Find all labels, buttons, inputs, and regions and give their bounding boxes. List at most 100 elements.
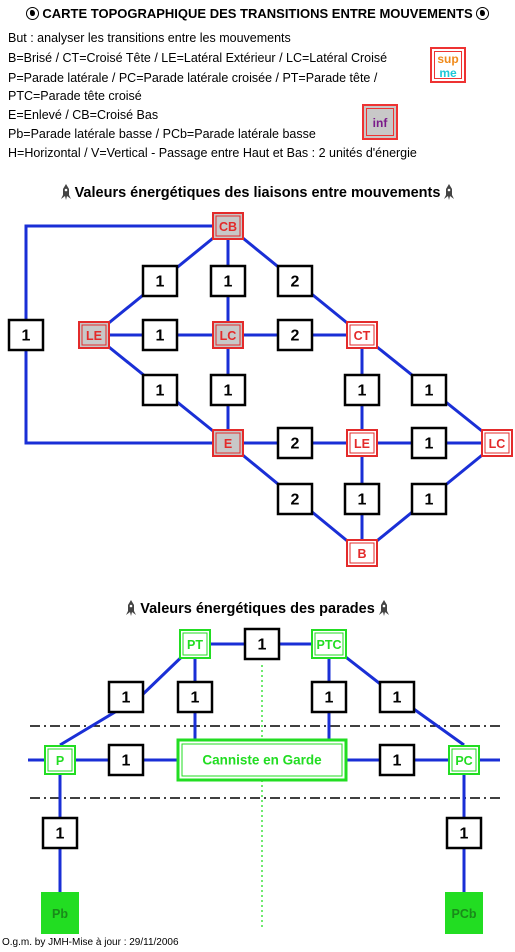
- rocket-icon: [444, 184, 455, 200]
- value-box: [141, 318, 179, 352]
- center-node-label: Canniste en Garde: [202, 753, 322, 768]
- value-box: [243, 627, 281, 661]
- value-box-label: 1: [460, 826, 469, 843]
- globe-icon: [26, 7, 40, 20]
- value-box-label: 1: [224, 383, 233, 400]
- node-pb-label: Pb: [52, 907, 68, 921]
- node-le-sup-label: LE: [354, 437, 370, 451]
- value-box: [410, 482, 448, 516]
- globe-icon: [475, 7, 489, 20]
- node-pb-inner: [44, 895, 76, 931]
- node-ct-sup: [346, 321, 378, 349]
- value-box-label: 1: [358, 492, 367, 509]
- legend-line-purpose: But : analyser les transitions entre les…: [8, 31, 291, 45]
- value-box: [276, 264, 314, 298]
- node-lc-inf-inner: [215, 324, 241, 346]
- section2-title: Valeurs énergétiques des parades: [0, 600, 515, 617]
- value-box-label: 2: [291, 436, 300, 453]
- value-box-label: 2: [291, 492, 300, 509]
- value-box-label: 1: [156, 328, 165, 345]
- value-box-label: 2: [291, 328, 300, 345]
- section2-title-text: Valeurs énergétiques des parades: [140, 601, 375, 617]
- value-box-label: 1: [425, 383, 434, 400]
- value-box-label: 1: [425, 436, 434, 453]
- value-box-label: 1: [425, 492, 434, 509]
- node-le-sup-inner: [349, 432, 375, 454]
- node-ptc-label: PTC: [317, 638, 342, 652]
- node-pt-label: PT: [187, 638, 203, 652]
- value-box: [107, 743, 145, 777]
- value-box: [176, 680, 214, 714]
- node-pb: [41, 892, 79, 934]
- footer: O.g.m. by JMH-Mise à jour : 29/11/2006: [2, 937, 179, 948]
- value-box-label: 1: [325, 690, 334, 707]
- node-pcb: [445, 892, 483, 934]
- node-cb-inf-inner: [215, 215, 241, 237]
- node-pc: [448, 745, 480, 775]
- node-lc-sup: [481, 429, 513, 457]
- value-box: [107, 680, 145, 714]
- node-le-inf-inner: [81, 324, 107, 346]
- inf-label: inf: [372, 116, 388, 130]
- value-box: [378, 680, 416, 714]
- node-e-inf: [212, 429, 244, 457]
- legend-line-low-parades: Pb=Parade latérale basse / PCb=Parade la…: [8, 127, 316, 141]
- node-lc-inf: [212, 321, 244, 349]
- value-box: [276, 426, 314, 460]
- node-cb-inf-label: CB: [219, 220, 237, 234]
- page-title-text: CARTE TOPOGRAPHIQUE DES TRANSITIONS ENTR…: [42, 6, 473, 21]
- node-lc-sup-label: LC: [489, 437, 506, 451]
- node-b-sup: [346, 539, 378, 567]
- page-title: CARTE TOPOGRAPHIQUE DES TRANSITIONS ENTR…: [0, 6, 515, 21]
- value-box: [276, 318, 314, 352]
- legend-line-movements: B=Brisé / CT=Croisé Tête / LE=Latéral Ex…: [8, 51, 388, 65]
- value-box: [310, 680, 348, 714]
- node-pt: [179, 629, 211, 659]
- value-box: [343, 482, 381, 516]
- center-node: [176, 738, 348, 782]
- legend-sup-box: sup me: [430, 47, 466, 83]
- value-box: [209, 264, 247, 298]
- sup-label: sup: [437, 52, 459, 66]
- node-b-sup-inner: [349, 542, 375, 564]
- node-le-inf: [78, 321, 110, 349]
- node-lc-sup-inner: [484, 432, 510, 454]
- legend-line-enleve: E=Enlevé / CB=Croisé Bas: [8, 108, 159, 122]
- node-ct-sup-inner: [349, 324, 375, 346]
- value-box-label: 1: [122, 753, 131, 770]
- node-e-inf-inner: [215, 432, 241, 454]
- value-box-label: 2: [291, 274, 300, 291]
- legend-line-energy: H=Horizontal / V=Vertical - Passage entr…: [8, 146, 417, 160]
- value-box: [378, 743, 416, 777]
- node-ptc: [311, 629, 347, 659]
- value-box: [276, 482, 314, 516]
- node-e-inf-label: E: [224, 437, 232, 451]
- value-box: [410, 373, 448, 407]
- node-p: [44, 745, 76, 775]
- node-pc-label: PC: [455, 754, 472, 768]
- value-box: [343, 373, 381, 407]
- value-box-label: 1: [393, 690, 402, 707]
- node-lc-inf-label: LC: [220, 329, 237, 343]
- value-box-label: 1: [56, 826, 65, 843]
- value-box-label: 1: [156, 274, 165, 291]
- rocket-icon: [378, 600, 389, 616]
- value-box: [410, 426, 448, 460]
- node-pcb-inner: [448, 895, 480, 931]
- node-le-inf-label: LE: [86, 329, 102, 343]
- value-box-label: 1: [224, 274, 233, 291]
- legend-line-ptc: PTC=Parade tête croisé: [8, 89, 142, 103]
- value-box-label: 1: [393, 753, 402, 770]
- value-box: [141, 373, 179, 407]
- value-box-label: 1: [191, 690, 200, 707]
- rocket-icon: [126, 600, 137, 616]
- value-box: [209, 373, 247, 407]
- value-box-label: 1: [156, 383, 165, 400]
- node-ct-sup-label: CT: [354, 329, 371, 343]
- value-box: [141, 264, 179, 298]
- value-box-label: 1: [122, 690, 131, 707]
- section1-title: Valeurs énergétiques des liaisons entre …: [0, 184, 515, 201]
- sup-label-2: me: [439, 66, 457, 80]
- node-p-inner: [47, 748, 73, 772]
